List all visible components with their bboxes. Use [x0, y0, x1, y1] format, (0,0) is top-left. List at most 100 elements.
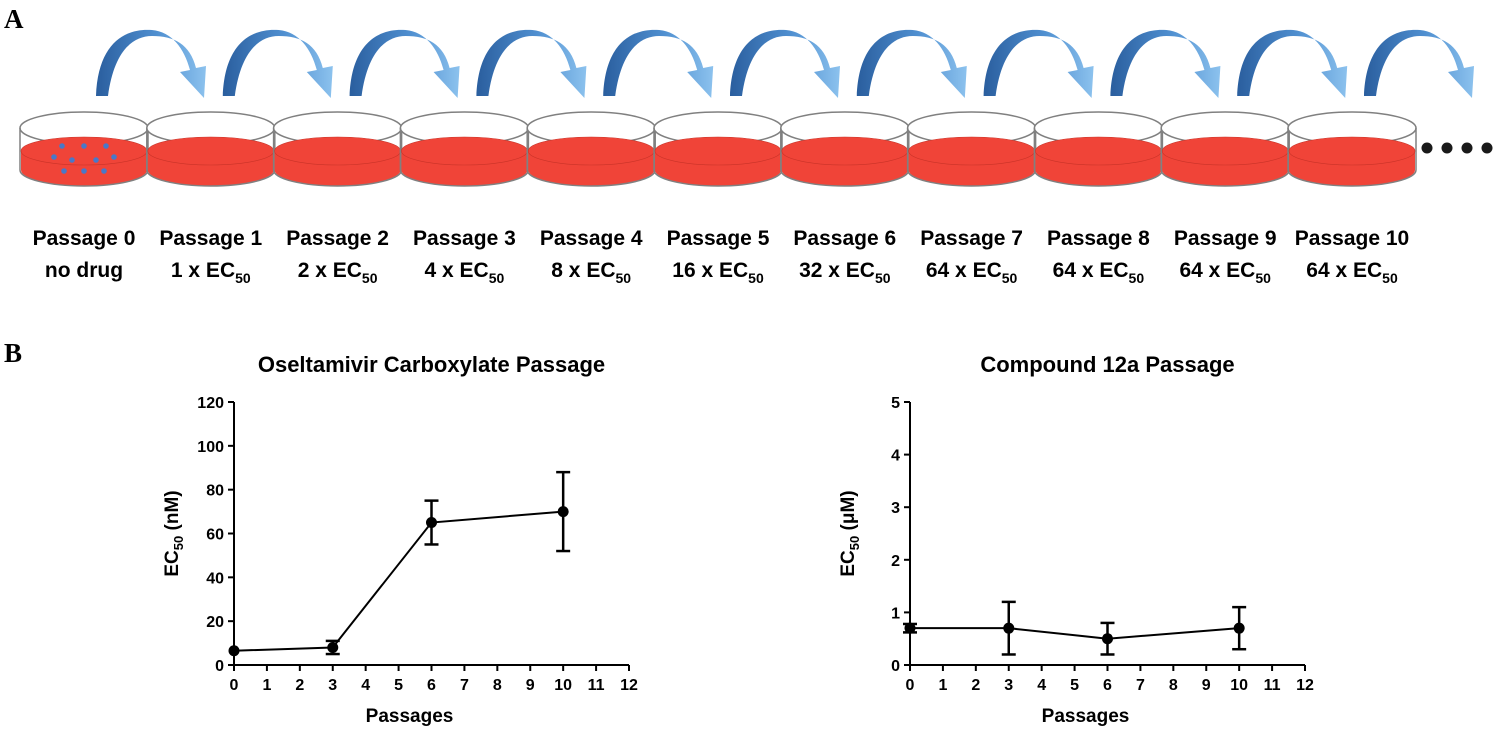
medium-surface: [147, 136, 275, 166]
culture-dish: [780, 111, 910, 187]
medium-surface: [401, 136, 528, 166]
dish-bottom: [906, 169, 1037, 187]
y-tick-label: 80: [206, 483, 224, 500]
x-axis-label: Passages: [1042, 706, 1130, 727]
passage-label: Passage 6 32 x EC50: [793, 227, 896, 286]
passage-label: Passage 22 x EC50: [286, 227, 389, 286]
passage-dose: 32 x EC50: [799, 259, 891, 286]
virus-dot: [103, 143, 109, 149]
passage-name: Passage 5: [667, 227, 770, 250]
passage-dose: 4 x EC50: [425, 259, 505, 286]
continuation-dot: [1481, 142, 1493, 154]
virus-dot: [61, 168, 67, 174]
chart-title: Compound 12a Passage: [980, 352, 1234, 377]
dish-bottom: [146, 169, 276, 187]
passage-dose: 64 x EC50: [1053, 259, 1145, 286]
passage-name: Passage 3: [413, 227, 516, 250]
culture-dish: [19, 111, 149, 187]
passage-name: Passage 6: [793, 227, 896, 250]
y-tick-label: 120: [197, 395, 224, 412]
x-tick-label: 10: [554, 677, 572, 694]
x-tick-label: 11: [1264, 677, 1281, 694]
virus-dot: [59, 143, 65, 149]
passage-label: Passage 4 8 x EC50: [540, 227, 643, 286]
dish-bottom: [526, 169, 656, 187]
x-tick-label: 1: [938, 677, 947, 694]
x-tick-label: 9: [1202, 677, 1211, 694]
passage-dose: 64 x EC50: [926, 259, 1018, 286]
y-tick-label: 0: [215, 658, 224, 675]
data-point: [557, 506, 569, 518]
culture-dish: [272, 111, 403, 187]
medium-surface: [1161, 136, 1289, 166]
x-tick-label: 11: [588, 677, 605, 694]
virus-dot: [69, 157, 75, 163]
culture-dish: [526, 111, 656, 187]
dish-bottom: [1033, 169, 1164, 187]
data-point: [1233, 622, 1245, 634]
passage-arrow: [1364, 29, 1474, 98]
y-tick-label: 1: [891, 605, 900, 622]
medium-surface: [20, 136, 148, 166]
x-tick-label: 7: [1136, 677, 1145, 694]
passage-dose: 2 x EC50: [298, 259, 378, 286]
dish-bottom: [399, 169, 530, 187]
y-tick-label: 0: [891, 658, 900, 675]
y-tick-label: 3: [891, 500, 900, 517]
culture-dish: [1287, 111, 1417, 187]
passage-name: Passage 10: [1295, 227, 1409, 250]
culture-dish: [1033, 111, 1164, 187]
virus-dot: [81, 143, 87, 149]
passage-name: Passage 8: [1047, 227, 1150, 250]
virus-dot: [101, 168, 107, 174]
passage-arrows: [96, 29, 1474, 98]
x-tick-label: 6: [1103, 677, 1112, 694]
x-tick-label: 8: [493, 677, 502, 694]
y-tick-label: 5: [891, 395, 900, 412]
data-point: [1102, 633, 1113, 645]
x-tick-label: 3: [328, 677, 337, 694]
medium-surface: [1288, 136, 1416, 166]
culture-dish: [653, 111, 783, 187]
panel-b-letter: B: [4, 338, 22, 368]
x-tick-label: 5: [394, 677, 403, 694]
x-tick-label: 12: [1296, 677, 1314, 694]
panel-a-letter: A: [4, 4, 24, 34]
virus-dot: [93, 157, 99, 163]
passage-dose: 64 x EC50: [1306, 259, 1398, 286]
passage-arrow: [222, 29, 333, 98]
passage-arrow: [96, 29, 206, 98]
medium-surface: [781, 136, 909, 166]
x-tick-label: 3: [1004, 677, 1013, 694]
medium-surface: [527, 136, 655, 166]
data-point: [426, 517, 437, 529]
dish-bottom: [19, 169, 149, 187]
y-axis-label: EC50 (μM): [838, 490, 862, 576]
passage-dose: 8 x EC50: [551, 259, 631, 286]
y-tick-label: 20: [206, 614, 224, 631]
x-axis-label: Passages: [366, 706, 454, 727]
virus-dot: [111, 154, 117, 160]
x-tick-label: 8: [1169, 677, 1178, 694]
dish-bottom: [272, 169, 403, 187]
x-tick-label: 7: [460, 677, 469, 694]
x-tick-label: 2: [971, 677, 980, 694]
x-tick-label: 0: [230, 677, 239, 694]
passage-arrow: [730, 29, 840, 98]
passage-name: Passage 4: [540, 227, 643, 250]
x-tick-label: 0: [906, 677, 915, 694]
y-tick-label: 60: [206, 527, 224, 544]
x-tick-label: 4: [361, 677, 370, 694]
passage-arrow: [983, 29, 1094, 98]
data-point: [904, 622, 916, 634]
passage-dose: 16 x EC50: [672, 259, 764, 286]
continuation-dot: [1441, 142, 1453, 154]
dish-bottom: [1287, 169, 1417, 187]
medium-surface: [274, 136, 401, 166]
passage-arrow: [603, 29, 714, 98]
passage-label: Passage 10 64 x EC50: [1295, 227, 1409, 286]
